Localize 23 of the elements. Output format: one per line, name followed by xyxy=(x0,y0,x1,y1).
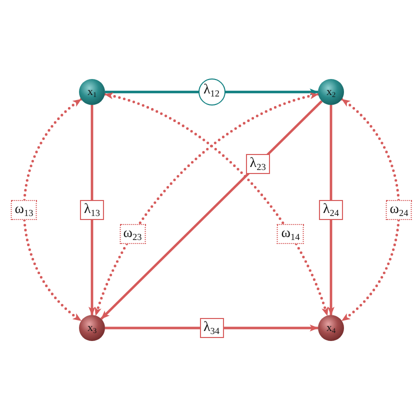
node-label: x$_{3}$ xyxy=(87,322,97,334)
edge-label: λ$_{13}$ xyxy=(80,200,104,220)
arrow xyxy=(328,105,334,316)
edge-label: λ$_{23}$ xyxy=(246,154,270,174)
sphere-node xyxy=(79,315,105,341)
edge-label: λ$_{34}$ xyxy=(199,318,224,338)
dotted-double-arrow xyxy=(22,98,82,322)
edge-label: λ$_{24}$ xyxy=(318,200,344,220)
node-label: x$_{4}$ xyxy=(326,322,336,334)
dotted-double-arrow xyxy=(340,98,400,322)
node-label: x$_{1}$ xyxy=(87,86,97,98)
arrow xyxy=(105,324,318,332)
sphere-node xyxy=(79,79,105,105)
arrow xyxy=(88,105,96,316)
edge-label: ω$_{24}$ xyxy=(386,200,412,220)
arrow xyxy=(105,88,318,96)
edge-label: ω$_{14}$ xyxy=(277,224,304,244)
sphere-node xyxy=(318,315,344,341)
edge-label: ω$_{13}$ xyxy=(10,200,38,220)
node-label: x$_{2}$ xyxy=(326,86,336,98)
sphere-node xyxy=(318,79,344,105)
edge-label: ω$_{23}$ xyxy=(119,224,146,244)
edge-label: λ$_{12}$ xyxy=(198,78,225,106)
